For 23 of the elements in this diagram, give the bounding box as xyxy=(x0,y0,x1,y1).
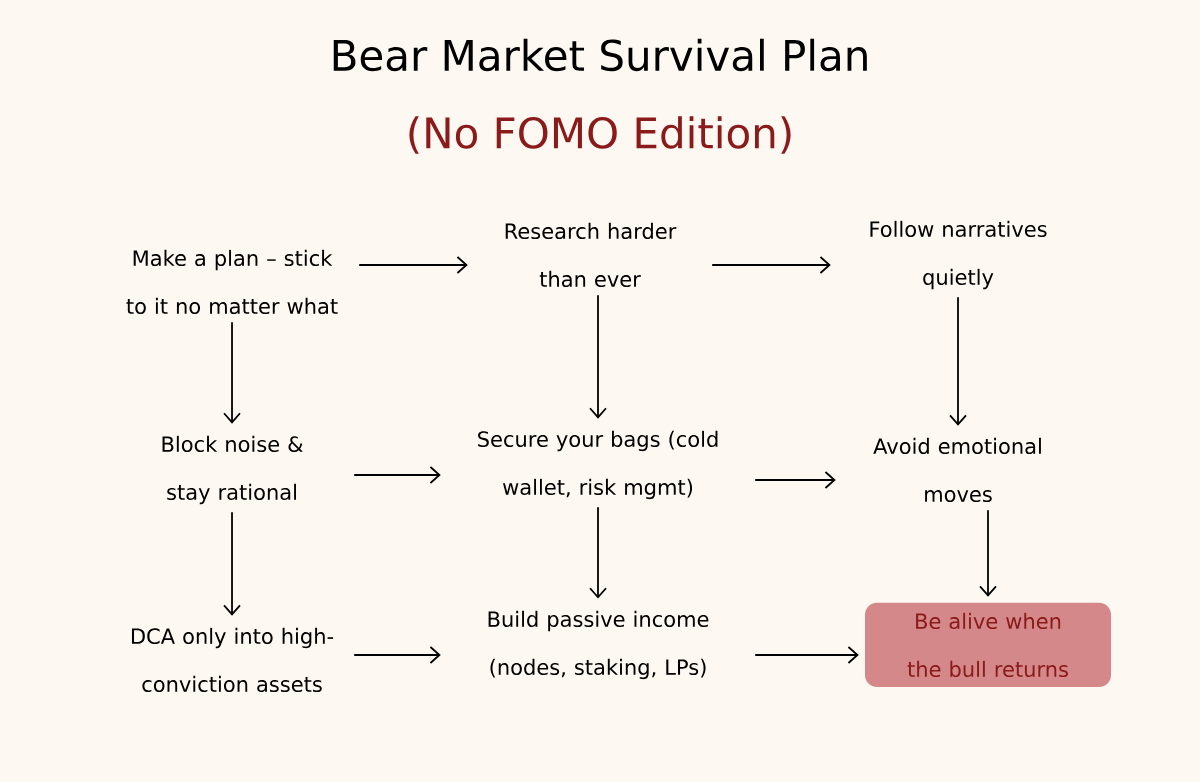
arrow xyxy=(358,256,468,274)
arrow xyxy=(353,646,441,664)
step-text: DCA only into high-conviction assets xyxy=(131,627,334,693)
arrow xyxy=(223,321,241,424)
step-text: Secure your bags (cold wallet, risk mgmt) xyxy=(478,430,718,500)
step-text: Avoid emotional moves xyxy=(873,437,1041,503)
arrow xyxy=(589,506,607,599)
arrow xyxy=(979,509,997,597)
step-text: Block noise & stay rational xyxy=(162,435,303,505)
result-box: Be alive when the bull returns xyxy=(865,602,1111,688)
subtitle: (No FOMO Edition) xyxy=(409,116,791,154)
arrow xyxy=(711,256,831,274)
arrow xyxy=(353,466,441,484)
arrow xyxy=(223,511,241,616)
step-text: Research harder than ever xyxy=(505,222,677,288)
step-text: Follow narratives quietly xyxy=(870,220,1047,290)
step-text: Make a plan – stick to it no matter what xyxy=(126,249,338,315)
step-text: Build passive income (nodes, staking, LPs) xyxy=(488,610,709,680)
arrow xyxy=(754,646,859,664)
arrow xyxy=(589,294,607,419)
arrow xyxy=(949,296,967,426)
arrow xyxy=(754,471,836,489)
title: Bear Market Survival Plan xyxy=(333,38,867,72)
